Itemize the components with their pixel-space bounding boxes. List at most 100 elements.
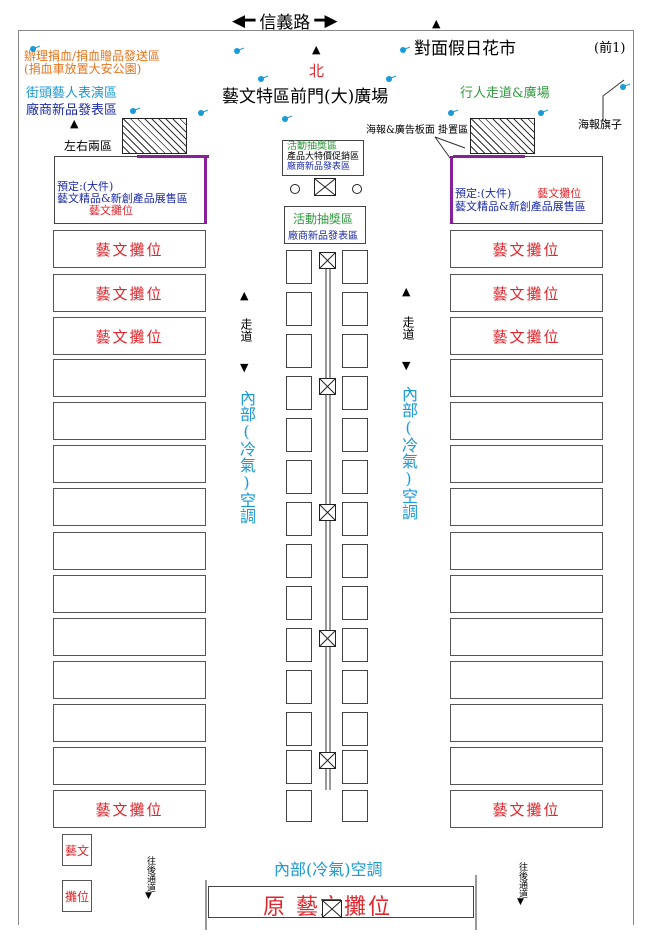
center-small-booth[interactable]	[342, 250, 368, 284]
reserved-text-left: 預定:(大件) 藝文精品&新創產品展售區 藝文攤位	[57, 181, 188, 217]
x-box-icon	[319, 378, 336, 395]
right-booth[interactable]	[450, 704, 603, 742]
center-small-booth[interactable]	[342, 750, 368, 784]
center-small-booth[interactable]	[342, 376, 368, 410]
left-booth[interactable]: 藝文攤位	[53, 317, 206, 355]
left-booth[interactable]	[53, 575, 206, 613]
right-booth[interactable]: 藝文攤位	[450, 274, 603, 312]
x-box-icon	[319, 752, 336, 769]
center-small-booth[interactable]	[286, 670, 312, 704]
pedestrian-note: 行人走道&廣場	[460, 86, 550, 101]
center-small-booth[interactable]	[342, 670, 368, 704]
center-small-booth[interactable]	[286, 712, 312, 746]
center-small-booth[interactable]	[286, 544, 312, 578]
vendor-launch-label: 廠商新品發表區	[287, 162, 351, 172]
arrow-up-icon: ▲	[402, 285, 411, 298]
x-box-icon	[319, 504, 336, 521]
center-small-booth[interactable]	[286, 790, 312, 822]
center-small-booth[interactable]	[342, 460, 368, 494]
center-top-zone[interactable]: 活動抽獎區 產品大特價促銷區 廠商新品發表區	[282, 140, 364, 176]
reserved-line2: 藝文精品&新創產品展售區	[57, 192, 188, 205]
center-small-booth[interactable]	[286, 250, 312, 284]
center-small-booth[interactable]	[342, 712, 368, 746]
center-small-booth[interactable]	[286, 418, 312, 452]
left-booth[interactable]	[53, 661, 206, 699]
arrow-down-icon: ▼	[517, 897, 524, 907]
pin-icon	[128, 102, 141, 114]
aircon-label-bottom: 內部(冷氣)空調	[274, 860, 383, 879]
plaza-title: 藝文特區前門(大)廣場	[222, 87, 389, 107]
street-label: 信義路	[259, 13, 311, 33]
center-small-booth[interactable]	[342, 502, 368, 536]
pin-icon	[536, 104, 549, 116]
right-booth[interactable]: 藝文攤位	[450, 317, 603, 355]
right-booth[interactable]: 藝文攤位	[450, 230, 603, 268]
walkway-label: 走道	[239, 318, 253, 342]
market-label: 對面假日花市	[398, 34, 516, 59]
reserved-right-suffix: 藝文攤位	[537, 187, 582, 200]
reserved-zone-right[interactable]: 預定:(大件)藝文攤位 藝文精品&新創產品展售區	[450, 155, 603, 224]
left-booth[interactable]	[53, 445, 206, 483]
center-small-booth[interactable]	[286, 460, 312, 494]
right-booth[interactable]	[450, 445, 603, 483]
right-booth[interactable]	[450, 402, 603, 440]
center-mid-zone[interactable]: 活動抽獎區 廠商新品發表區	[284, 206, 366, 244]
arrow-up-icon: ▲	[432, 17, 441, 30]
right-booth[interactable]	[450, 488, 603, 526]
x-box-icon	[319, 630, 336, 647]
pin-icon	[446, 104, 459, 116]
center-small-booth[interactable]	[286, 502, 312, 536]
center-small-booth[interactable]	[286, 376, 312, 410]
right-booth[interactable]	[450, 575, 603, 613]
market-text: 對面假日花市	[414, 39, 516, 59]
center-small-booth[interactable]	[342, 544, 368, 578]
poster-board-note: 海報&廣告板面 掛置區	[366, 125, 469, 136]
left-booth[interactable]	[53, 488, 206, 526]
center-small-booth[interactable]	[286, 628, 312, 662]
center-small-booth[interactable]	[342, 790, 368, 822]
left-booth[interactable]	[53, 618, 206, 656]
center-small-booth[interactable]	[342, 334, 368, 368]
aircon-label-left: 內部(冷氣)空調	[237, 390, 256, 524]
x-box-icon	[322, 900, 342, 918]
center-small-booth[interactable]	[342, 586, 368, 620]
right-booth[interactable]	[450, 532, 603, 570]
blood-drive-line1: 辦理捐血/捐血贈品發送區	[24, 49, 161, 63]
to-back-label-left: 往後通道	[145, 856, 155, 892]
center-small-booth[interactable]	[286, 586, 312, 620]
center-small-booth[interactable]	[286, 334, 312, 368]
right-booth[interactable]	[450, 618, 603, 656]
arrow-down-icon: ▼	[145, 891, 152, 901]
arrow-down-icon: ▼	[240, 361, 249, 374]
reserved-marker	[137, 155, 209, 158]
left-booth[interactable]	[53, 532, 206, 570]
center-small-booth[interactable]	[342, 418, 368, 452]
poster-flag-note: 海報旗子	[578, 118, 622, 131]
left-booth[interactable]: 藝文攤位	[53, 230, 206, 268]
pin-icon	[28, 40, 41, 52]
right-booth[interactable]	[450, 747, 603, 785]
center-small-booth[interactable]	[342, 628, 368, 662]
reserved-zone-left[interactable]: 預定:(大件) 藝文精品&新創產品展售區 藝文攤位	[54, 155, 209, 224]
pin-icon	[280, 110, 293, 122]
small-booth[interactable]: 攤位	[62, 880, 92, 912]
center-small-booth[interactable]	[286, 750, 312, 784]
reserved-line3: 藝文攤位	[89, 204, 133, 217]
page-label: (前1)	[594, 41, 626, 56]
right-booth[interactable]: 藝文攤位	[450, 790, 603, 828]
center-small-booth[interactable]	[342, 292, 368, 326]
left-booth[interactable]	[53, 402, 206, 440]
left-booth[interactable]	[53, 747, 206, 785]
left-booth[interactable]	[53, 704, 206, 742]
reserved-text-right: 預定:(大件)藝文攤位 藝文精品&新創產品展售區	[455, 187, 586, 213]
left-booth[interactable]	[53, 359, 206, 397]
small-booth[interactable]: 藝文	[62, 834, 92, 866]
center-small-booth[interactable]	[286, 292, 312, 326]
right-booth[interactable]	[450, 661, 603, 699]
north-label: 北	[309, 62, 325, 80]
right-booth[interactable]	[450, 359, 603, 397]
pin-icon	[196, 104, 209, 116]
left-booth[interactable]: 藝文攤位	[53, 274, 206, 312]
vendor-launch-note: 廠商新品發表區	[26, 103, 118, 118]
left-booth[interactable]: 藝文攤位	[53, 790, 206, 828]
